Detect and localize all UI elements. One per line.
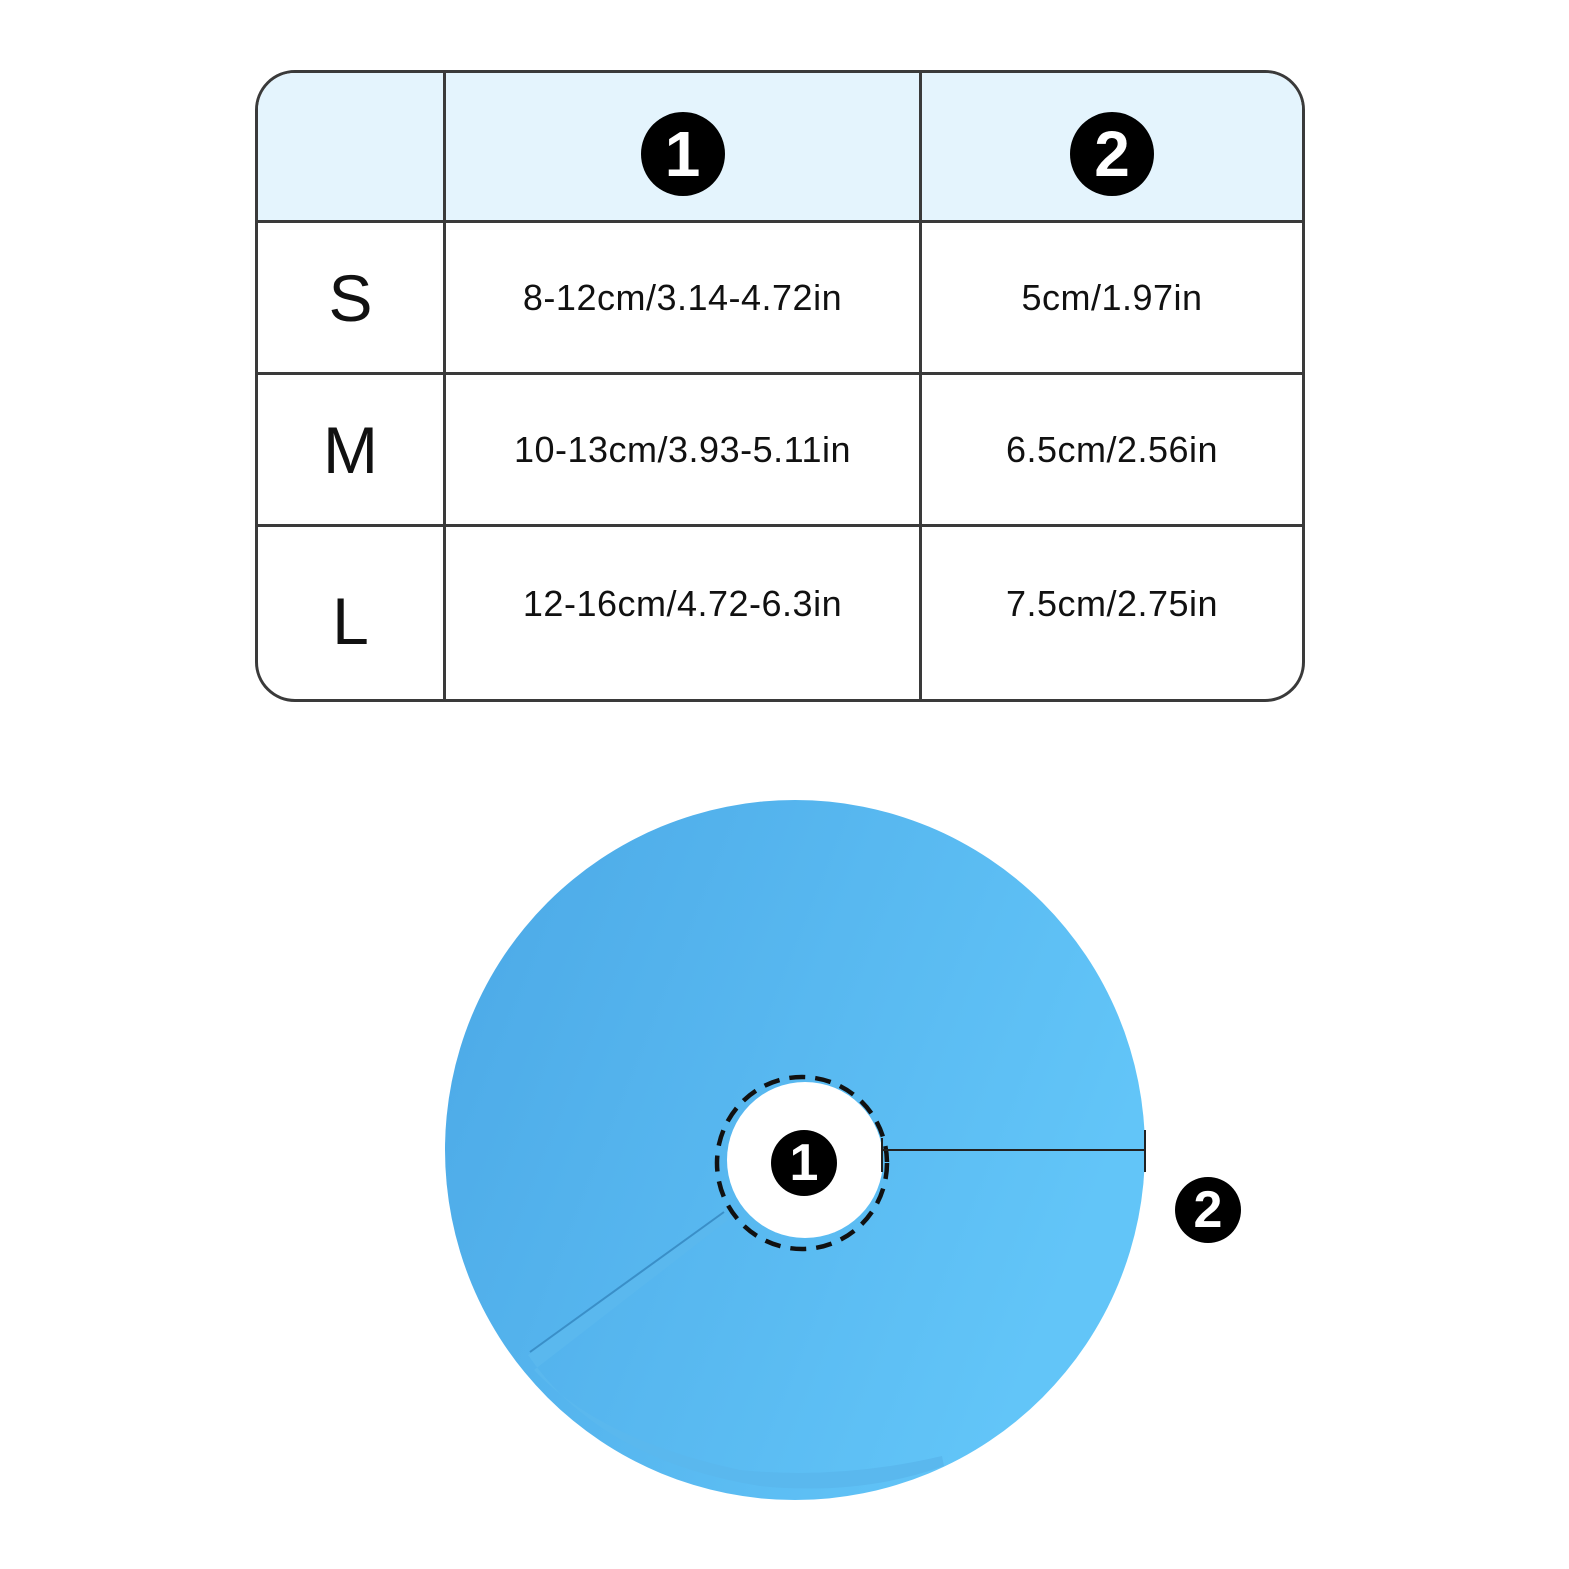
inner-diameter-cell: 10-13cm/3.93-5.11in	[446, 375, 922, 524]
table-header-row: 1 2	[258, 73, 1302, 223]
inner-diameter-marker-badge: 1	[771, 1130, 837, 1196]
width-cell: 6.5cm/2.56in	[922, 375, 1302, 524]
width-value: 5cm/1.97in	[1021, 276, 1203, 318]
inner-diameter-value: 12-16cm/4.72-6.3in	[522, 582, 843, 624]
width-cell: 5cm/1.97in	[922, 223, 1302, 372]
table-row: M 10-13cm/3.93-5.11in 6.5cm/2.56in	[258, 375, 1302, 527]
marker-1-badge: 1	[640, 111, 725, 196]
size-label: M	[323, 412, 378, 487]
size-label: S	[328, 260, 373, 335]
size-cell: M	[258, 375, 446, 524]
size-cell: S	[258, 223, 446, 372]
marker-2-badge: 2	[1070, 111, 1154, 196]
header-empty-cell	[258, 73, 446, 220]
collar-flap-underlay	[730, 1448, 942, 1474]
width-marker-badge: 2	[1175, 1177, 1241, 1243]
inner-diameter-cell: 12-16cm/4.72-6.3in	[446, 527, 922, 699]
inner-diameter-value: 10-13cm/3.93-5.11in	[513, 428, 852, 470]
table-row: S 8-12cm/3.14-4.72in 5cm/1.97in	[258, 223, 1302, 375]
table-row: L 12-16cm/4.72-6.3in 7.5cm/2.75in	[258, 527, 1302, 699]
flap-seam-line	[529, 1211, 725, 1353]
width-value: 7.5cm/2.75in	[1005, 582, 1219, 624]
width-value: 6.5cm/2.56in	[1005, 428, 1219, 470]
collar-flap	[528, 1212, 944, 1489]
header-cell-2: 2	[922, 73, 1302, 220]
inner-diameter-value: 8-12cm/3.14-4.72in	[522, 276, 843, 318]
size-table: 1 2 S 8-12cm/3.14-4.72in 5cm/1.97in M 10…	[255, 70, 1305, 702]
size-cell: L	[258, 527, 446, 699]
header-cell-1: 1	[446, 73, 922, 220]
size-label: L	[332, 583, 369, 658]
width-cell: 7.5cm/2.75in	[922, 527, 1302, 699]
inner-diameter-cell: 8-12cm/3.14-4.72in	[446, 223, 922, 372]
